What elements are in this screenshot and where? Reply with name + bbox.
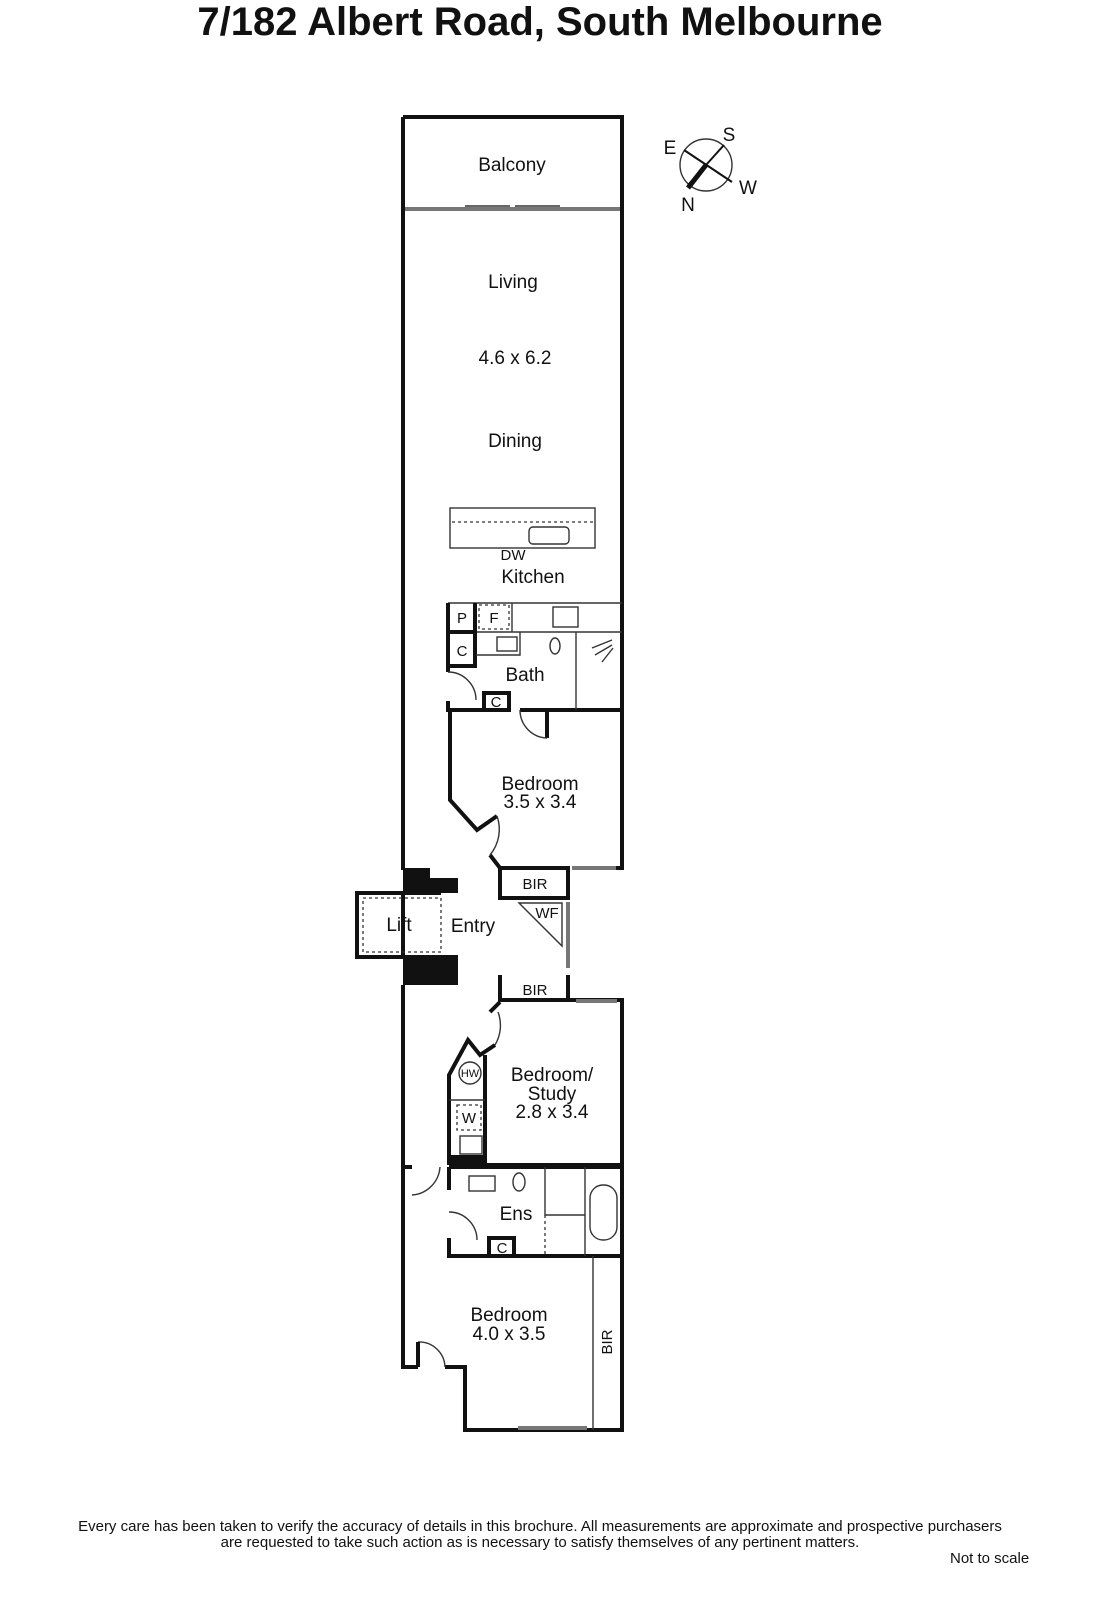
cupboard-label: C — [457, 643, 468, 660]
walls — [355, 115, 624, 1432]
pantry-label: P — [457, 610, 467, 627]
entry-label: Entry — [451, 916, 496, 937]
bir1-label: BIR — [522, 876, 547, 893]
washer-label: W — [462, 1110, 477, 1127]
dining-label: Dining — [488, 431, 542, 452]
bath-cupboard-label: C — [491, 694, 502, 711]
ensuite-cupboard-label: C — [497, 1240, 508, 1257]
bedroom1-dims: 3.5 x 3.4 — [504, 792, 577, 813]
bath-label: Bath — [505, 665, 544, 686]
study-dims: 2.8 x 3.4 — [516, 1102, 589, 1123]
compass-e: E — [664, 138, 677, 159]
compass-n: N — [681, 195, 695, 216]
bedroom3-label: Bedroom — [470, 1305, 547, 1326]
not-to-scale-note: Not to scale — [950, 1550, 1030, 1567]
ensuite-label: Ens — [500, 1204, 533, 1225]
balcony-label: Balcony — [478, 155, 546, 176]
page-title: 7/182 Albert Road, South Melbourne — [197, 0, 883, 44]
bedroom3-dims: 4.0 x 3.5 — [473, 1324, 546, 1345]
dishwasher-label: DW — [501, 547, 527, 564]
wf-label: WF — [535, 905, 558, 922]
compass-icon: S E W N — [664, 125, 757, 216]
living-dims: 4.6 x 6.2 — [479, 348, 552, 369]
disclaimer: Every care has been taken to verify the … — [0, 1519, 1080, 1551]
disclaimer-line-2: are requested to take such action as is … — [220, 1534, 860, 1551]
study-label-2: Study — [528, 1084, 577, 1105]
disclaimer-line-1: Every care has been taken to verify the … — [78, 1518, 1002, 1535]
compass-w: W — [739, 178, 757, 199]
compass-s: S — [723, 125, 736, 146]
bir2-label: BIR — [522, 982, 547, 999]
bedroom1-label: Bedroom — [501, 774, 578, 795]
lift-label: Lift — [386, 915, 412, 936]
living-label: Living — [488, 272, 538, 293]
hot-water-label: HW — [461, 1068, 480, 1080]
bir3-label: BIR — [599, 1329, 616, 1354]
fridge-label: F — [489, 610, 498, 627]
kitchen-label: Kitchen — [501, 567, 564, 588]
study-label: Bedroom/ — [511, 1065, 594, 1086]
